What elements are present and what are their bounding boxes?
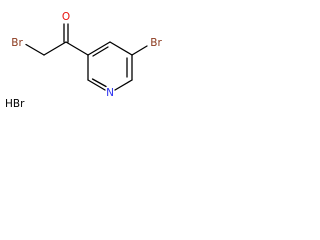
ring-bond-c6-n bbox=[114, 79, 133, 91]
bond-ring-bromine bbox=[131, 45, 148, 56]
atom-label-oxygen: O bbox=[62, 11, 70, 23]
atom-label-nitrogen: N bbox=[106, 87, 114, 99]
bond-ch2-carbonyl bbox=[43, 41, 67, 56]
ring-bond-c3-c4 bbox=[87, 41, 111, 56]
ring-inner-bond-n-c2 bbox=[91, 78, 107, 88]
ring-bond-c4-c5 bbox=[109, 41, 133, 56]
salt-label: HBr bbox=[5, 98, 25, 110]
bond-carbonyl-ring bbox=[65, 41, 89, 56]
bond-br-ch2 bbox=[25, 43, 45, 56]
ring-bond-n-c2 bbox=[87, 79, 106, 91]
atom-label-bromine-ring: Br bbox=[150, 37, 162, 49]
atom-label-bromine-alpha: Br bbox=[11, 37, 23, 49]
ring-inner-bond-c3-c4 bbox=[92, 46, 109, 57]
chemical-structure: Br O Br N HBr bbox=[5, 11, 162, 110]
